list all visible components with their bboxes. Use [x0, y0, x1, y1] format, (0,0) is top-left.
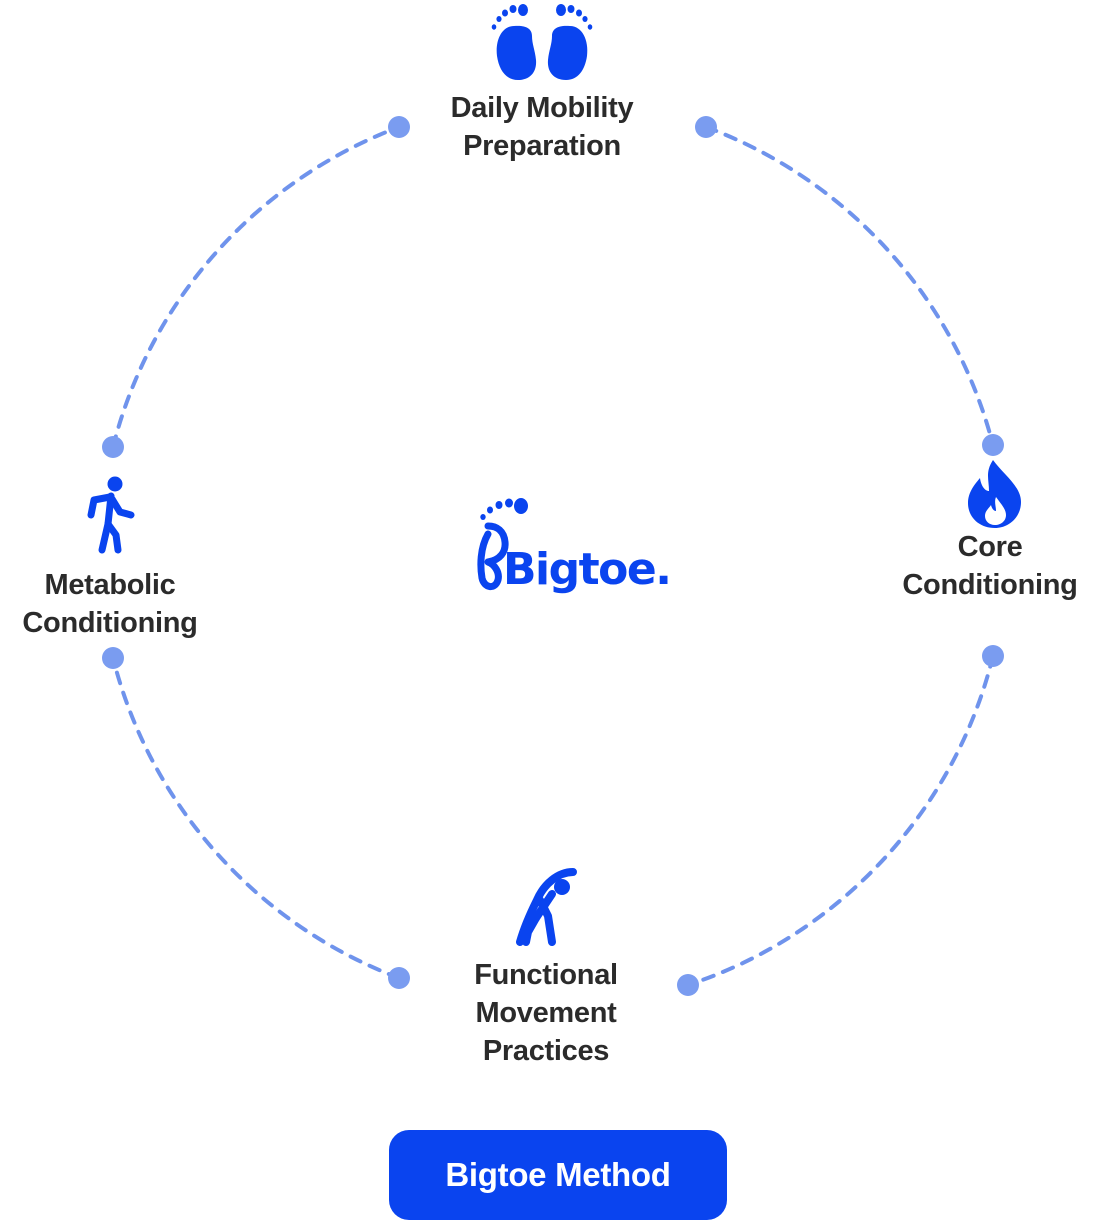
endpoint-dot: [982, 645, 1004, 667]
label-line: Conditioning: [22, 607, 198, 639]
arc-right-bottom: [686, 654, 995, 987]
label-line: Functional: [474, 959, 618, 991]
bigtoe-method-button[interactable]: Bigtoe Method: [389, 1130, 727, 1220]
arc-left-top: [111, 125, 401, 449]
endpoint-dot: [677, 974, 699, 996]
label-daily-mobility: Daily Mobility Preparation: [392, 89, 692, 165]
arc-bottom-left: [111, 656, 401, 980]
endpoint-dot: [982, 434, 1004, 456]
endpoint-dot: [102, 436, 124, 458]
label-core-conditioning: Core Conditioning: [880, 528, 1100, 604]
footprint-logo-icon: [477, 498, 528, 590]
bigtoe-logo-text: Bigtoe.: [503, 544, 672, 595]
arc-top-right: [704, 125, 995, 447]
label-line: Conditioning: [902, 569, 1078, 601]
label-line: Metabolic: [44, 569, 176, 601]
walking-person-icon: [87, 476, 135, 554]
label-line: Practices: [482, 1035, 610, 1067]
endpoint-dot: [102, 647, 124, 669]
flame-icon: [968, 460, 1021, 528]
endpoint-dot: [388, 967, 410, 989]
label-line: Preparation: [463, 130, 621, 162]
label-functional-movement: Functional Movement Practices: [426, 956, 666, 1070]
label-line: Core: [957, 531, 1023, 563]
cycle-arcs: [111, 125, 995, 987]
label-line: Daily Mobility: [450, 92, 634, 124]
footprints-icon: [491, 4, 593, 81]
arc-endpoints: [102, 116, 1004, 996]
label-metabolic-conditioning: Metabolic Conditioning: [0, 566, 220, 642]
endpoint-dot: [695, 116, 717, 138]
stretching-person-icon: [516, 868, 577, 946]
endpoint-dot: [388, 116, 410, 138]
label-line: Movement: [475, 997, 617, 1029]
